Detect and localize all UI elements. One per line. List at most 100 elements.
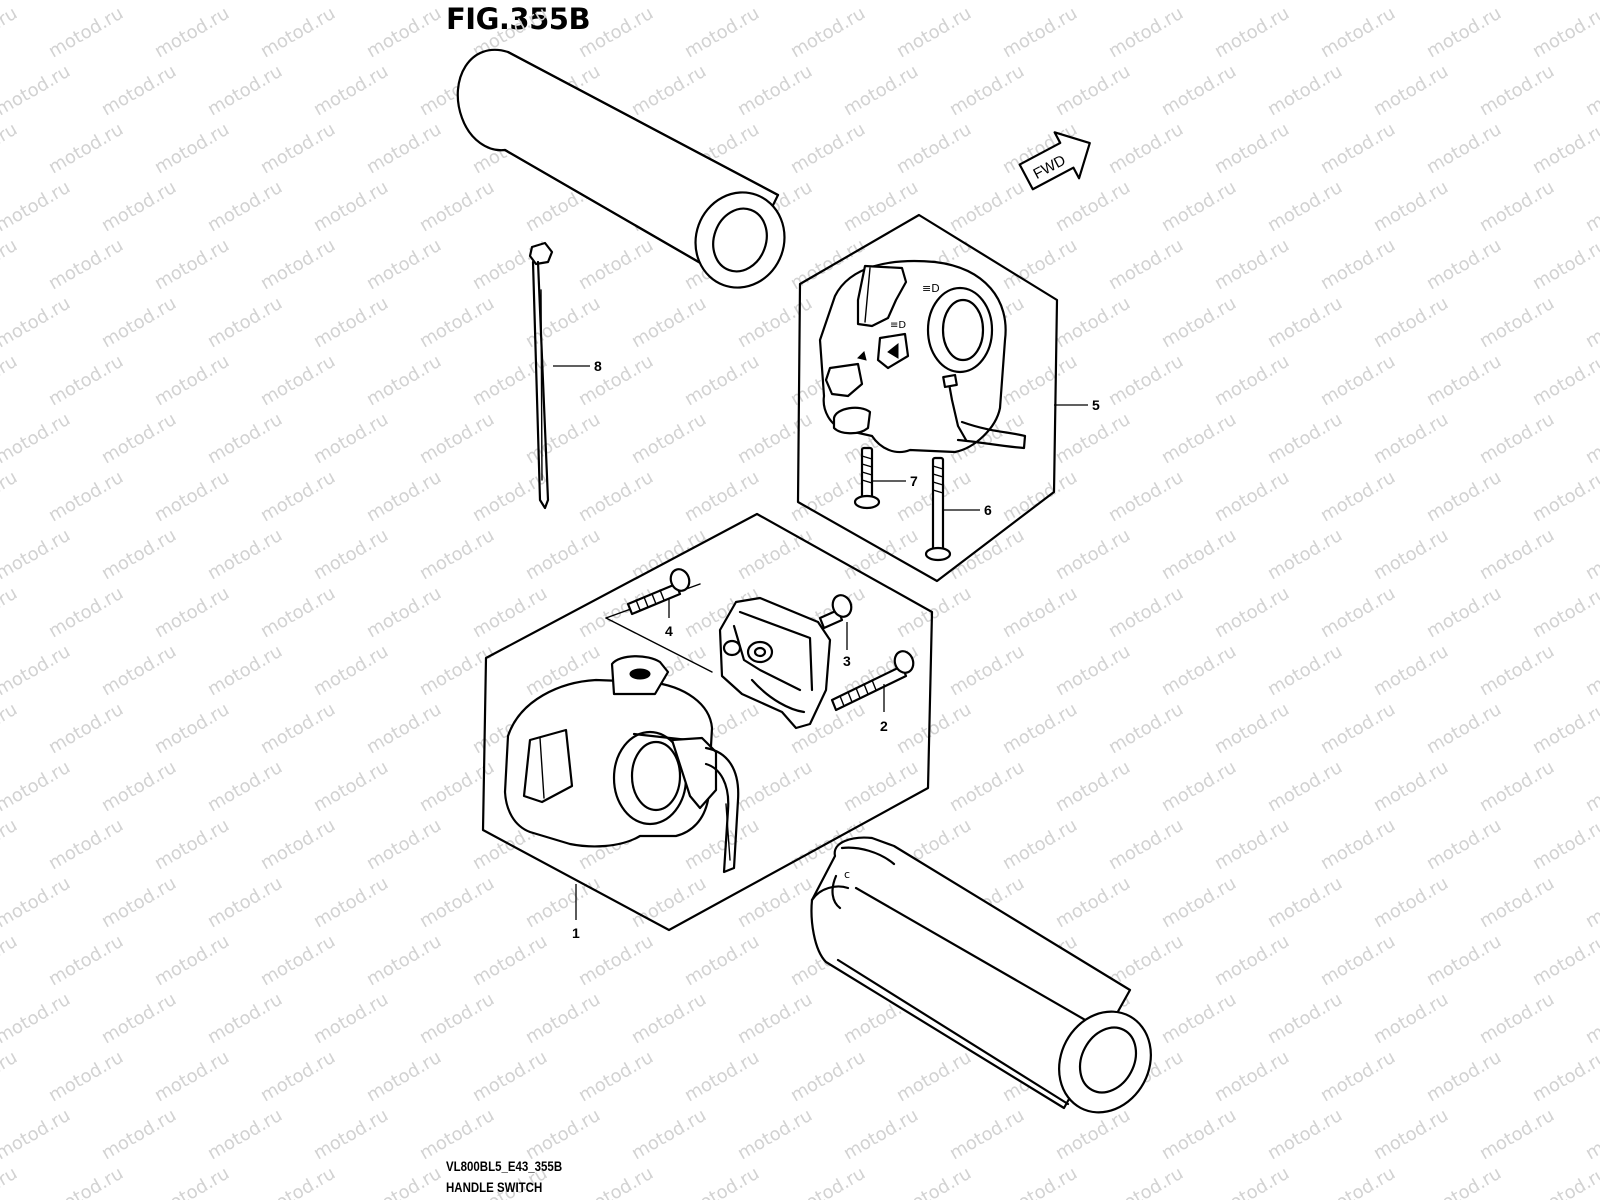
watermark-text: motod.ru <box>204 177 286 236</box>
watermark-text: motod.ru <box>98 641 180 700</box>
watermark-text: motod.ru <box>310 873 392 932</box>
watermark-text: motod.ru <box>257 119 339 178</box>
watermark-text: motod.ru <box>1105 583 1187 642</box>
watermark-text: motod.ru <box>45 467 127 526</box>
watermark-text: motod.ru <box>1317 583 1399 642</box>
watermark-text: motod.ru <box>98 177 180 236</box>
watermark-text: motod.ru <box>1529 583 1600 642</box>
watermark-text: motod.ru <box>257 235 339 294</box>
callout-3: 3 <box>843 653 851 669</box>
watermark-text: motod.ru <box>1105 815 1187 874</box>
watermark-text: motod.ru <box>1052 641 1134 700</box>
watermark-text: motod.ru <box>1529 931 1600 990</box>
watermark-text: motod.ru <box>1476 757 1558 816</box>
watermark-text: motod.ru <box>1158 61 1240 120</box>
watermark-text: motod.ru <box>1052 873 1134 932</box>
watermark-text: motod.ru <box>0 1047 21 1106</box>
watermark-text: motod.ru <box>469 931 551 990</box>
watermark-text: motod.ru <box>1264 873 1346 932</box>
watermark-text: motod.ru <box>363 1047 445 1106</box>
watermark-text: motod.ru <box>98 757 180 816</box>
watermark-text: motod.ru <box>204 1105 286 1164</box>
watermark-text: motod.ru <box>1158 1105 1240 1164</box>
watermark-text: motod.ru <box>363 815 445 874</box>
watermark-text: motod.ru <box>787 1047 869 1106</box>
watermark-text: motod.ru <box>1529 815 1600 874</box>
watermark-text: motod.ru <box>204 873 286 932</box>
watermark-text: motod.ru <box>0 989 74 1048</box>
callout-6: 6 <box>984 502 992 518</box>
watermark-text: motod.ru <box>1317 351 1399 410</box>
watermark-text: motod.ru <box>45 1047 127 1106</box>
watermark-text: motod.ru <box>946 757 1028 816</box>
watermark-text: motod.ru <box>204 525 286 584</box>
watermark-text: motod.ru <box>204 757 286 816</box>
watermark-text: motod.ru <box>1423 583 1505 642</box>
screw-2 <box>830 650 915 712</box>
watermark-text: motod.ru <box>310 61 392 120</box>
watermark-text: motod.ru <box>310 409 392 468</box>
watermark-text: motod.ru <box>363 1163 445 1200</box>
watermark-text: motod.ru <box>204 61 286 120</box>
watermark-text: motod.ru <box>0 873 74 932</box>
watermark-text: motod.ru <box>257 583 339 642</box>
leader-lines <box>553 365 1088 920</box>
watermark-text: motod.ru <box>893 583 975 642</box>
watermark-text: motod.ru <box>1370 525 1452 584</box>
left-handlebar-grip <box>456 48 786 289</box>
watermark-text: motod.ru <box>999 467 1081 526</box>
watermark-text: motod.ru <box>363 235 445 294</box>
watermark-text: motod.ru <box>1052 1105 1134 1164</box>
watermark-text: motod.ru <box>151 1163 233 1200</box>
watermark-text: motod.ru <box>1582 525 1600 584</box>
watermark-text: motod.ru <box>1158 409 1240 468</box>
watermark-text: motod.ru <box>999 699 1081 758</box>
watermark-text: motod.ru <box>1476 989 1558 1048</box>
watermark-text: motod.ru <box>1529 1163 1600 1200</box>
watermark-text: motod.ru <box>1264 177 1346 236</box>
watermark-text: motod.ru <box>257 699 339 758</box>
watermark-text: motod.ru <box>45 699 127 758</box>
watermark-text: motod.ru <box>310 293 392 352</box>
switch-clamp-bracket <box>718 596 832 730</box>
watermark-text: motod.ru <box>416 0 498 4</box>
watermark-text: motod.ru <box>1423 3 1505 62</box>
watermark-text: motod.ru <box>1529 119 1600 178</box>
callout-8: 8 <box>594 358 602 374</box>
watermark-text: motod.ru <box>681 1163 763 1200</box>
watermark-text: motod.ru <box>1264 525 1346 584</box>
watermark-text: motod.ru <box>946 1105 1028 1164</box>
figure-title: FIG.355B <box>446 2 591 36</box>
watermark-text: motod.ru <box>1158 873 1240 932</box>
watermark-text: motod.ru <box>787 3 869 62</box>
watermark-text: motod.ru <box>98 61 180 120</box>
watermark-text: motod.ru <box>1423 931 1505 990</box>
watermark-text: motod.ru <box>1476 177 1558 236</box>
watermark-text: motod.ru <box>999 583 1081 642</box>
watermark-text: motod.ru <box>363 351 445 410</box>
watermark-text: motod.ru <box>416 1105 498 1164</box>
watermark-text: motod.ru <box>1052 757 1134 816</box>
watermark-text: motod.ru <box>45 931 127 990</box>
watermark-text: motod.ru <box>98 873 180 932</box>
watermark-text: motod.ru <box>1264 1105 1346 1164</box>
callout-5: 5 <box>1092 397 1100 413</box>
watermark-text: motod.ru <box>151 235 233 294</box>
watermark-text: motod.ru <box>1052 177 1134 236</box>
watermark-text: motod.ru <box>628 989 710 1048</box>
watermark-text: motod.ru <box>628 293 710 352</box>
watermark-text: motod.ru <box>734 409 816 468</box>
watermark-text: motod.ru <box>999 3 1081 62</box>
watermark-text: motod.ru <box>1582 1105 1600 1164</box>
watermark-text: motod.ru <box>1052 61 1134 120</box>
watermark-text: motod.ru <box>1317 931 1399 990</box>
watermark-text: motod.ru <box>257 3 339 62</box>
watermark-text: motod.ru <box>1158 989 1240 1048</box>
watermark-text: motod.ru <box>893 1163 975 1200</box>
watermark-text: motod.ru <box>734 525 816 584</box>
watermark-text: motod.ru <box>1317 3 1399 62</box>
watermark-text: motod.ru <box>1211 467 1293 526</box>
watermark-text: motod.ru <box>1582 757 1600 816</box>
watermark-text: motod.ru <box>257 351 339 410</box>
watermark-text: motod.ru <box>1105 1163 1187 1200</box>
